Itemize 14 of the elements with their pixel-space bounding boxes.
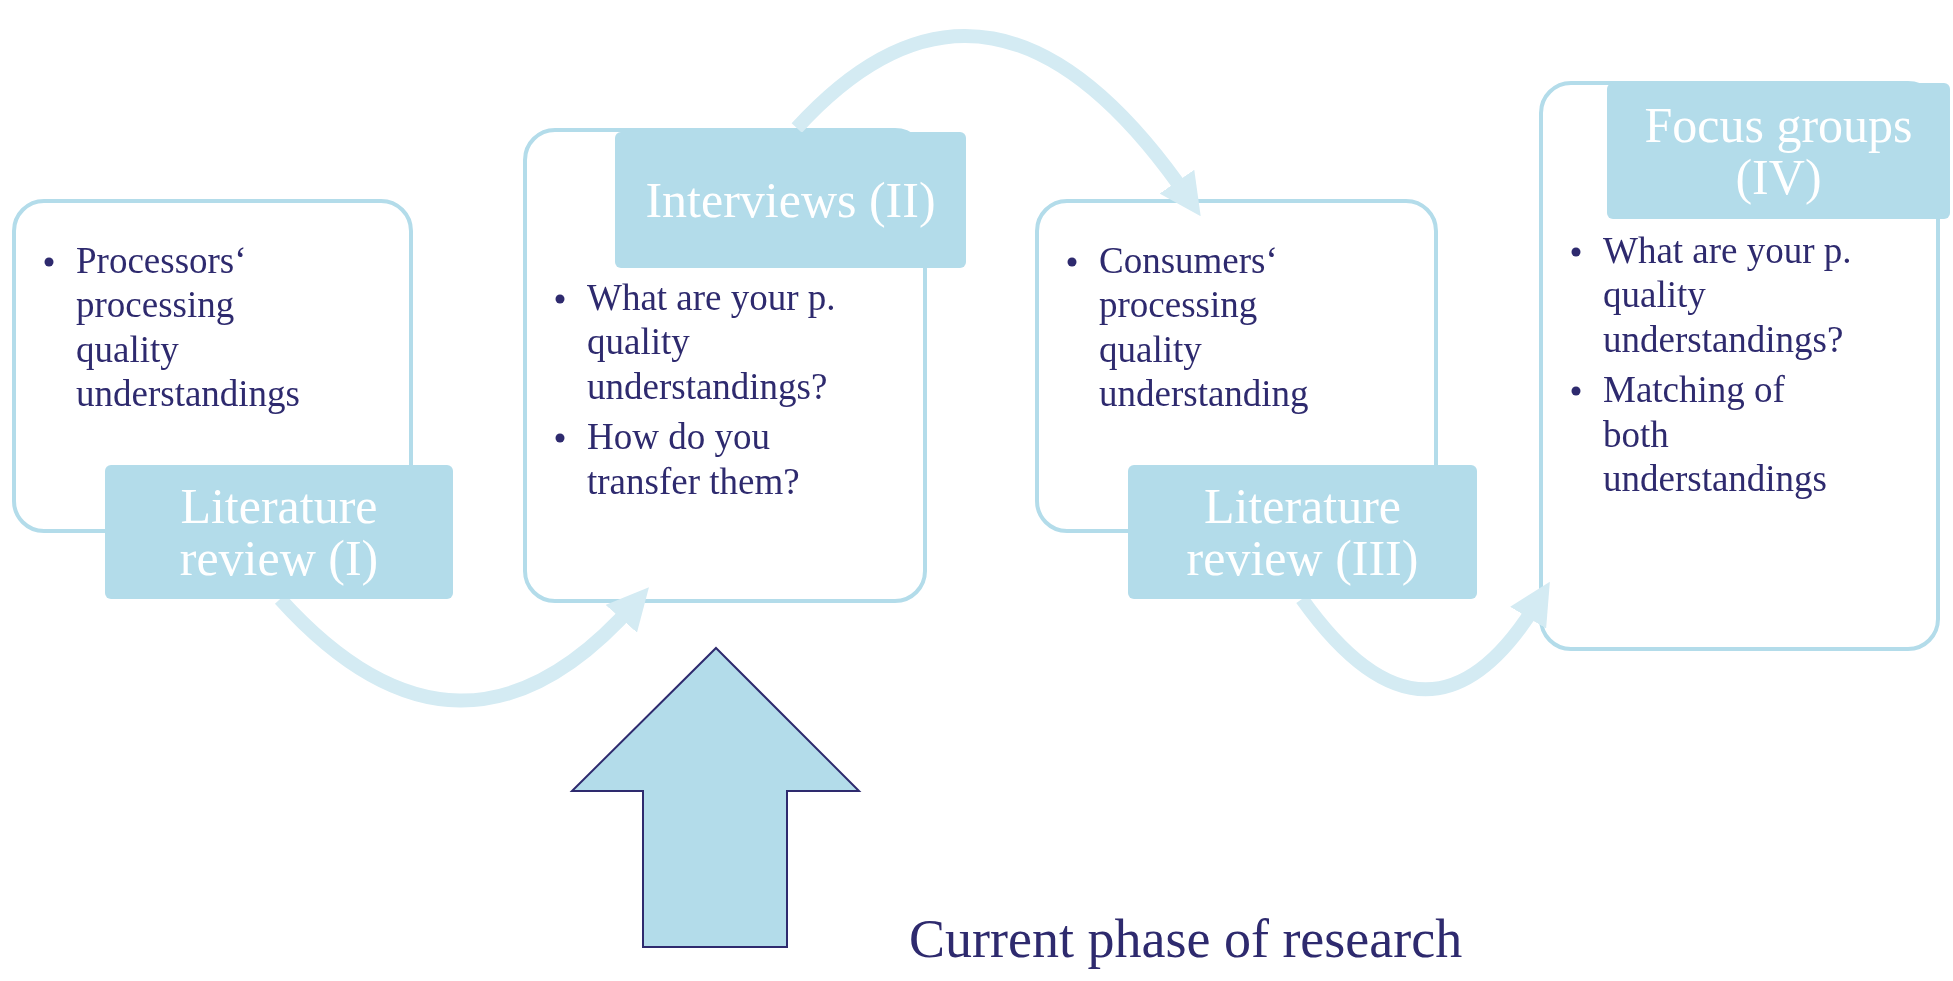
heading-tab: Literature review (III) [1128,465,1477,599]
bullet-text: Processors‘ processing quality understandings [76,240,301,415]
bullet-text: Consumers‘ processing quality understanding [1099,240,1309,415]
curved-arrow [275,587,650,708]
heading-tab: Interviews (II) [615,132,966,268]
curved-arrow [1296,582,1551,697]
bullet-text: What are your p. quality understandings? [1603,230,1852,360]
heading-tab: Literature review (I) [105,465,453,599]
bullet-text: Matching of both understandings [1603,369,1828,499]
curved-arrow [791,29,1202,216]
caption-text: Current phase of research [909,908,1463,970]
heading-tab: Focus groups (IV) [1607,83,1950,219]
bullet-text: What are your p. quality understandings? [587,277,836,407]
bullet-text: How do you transfer them? [587,416,800,502]
